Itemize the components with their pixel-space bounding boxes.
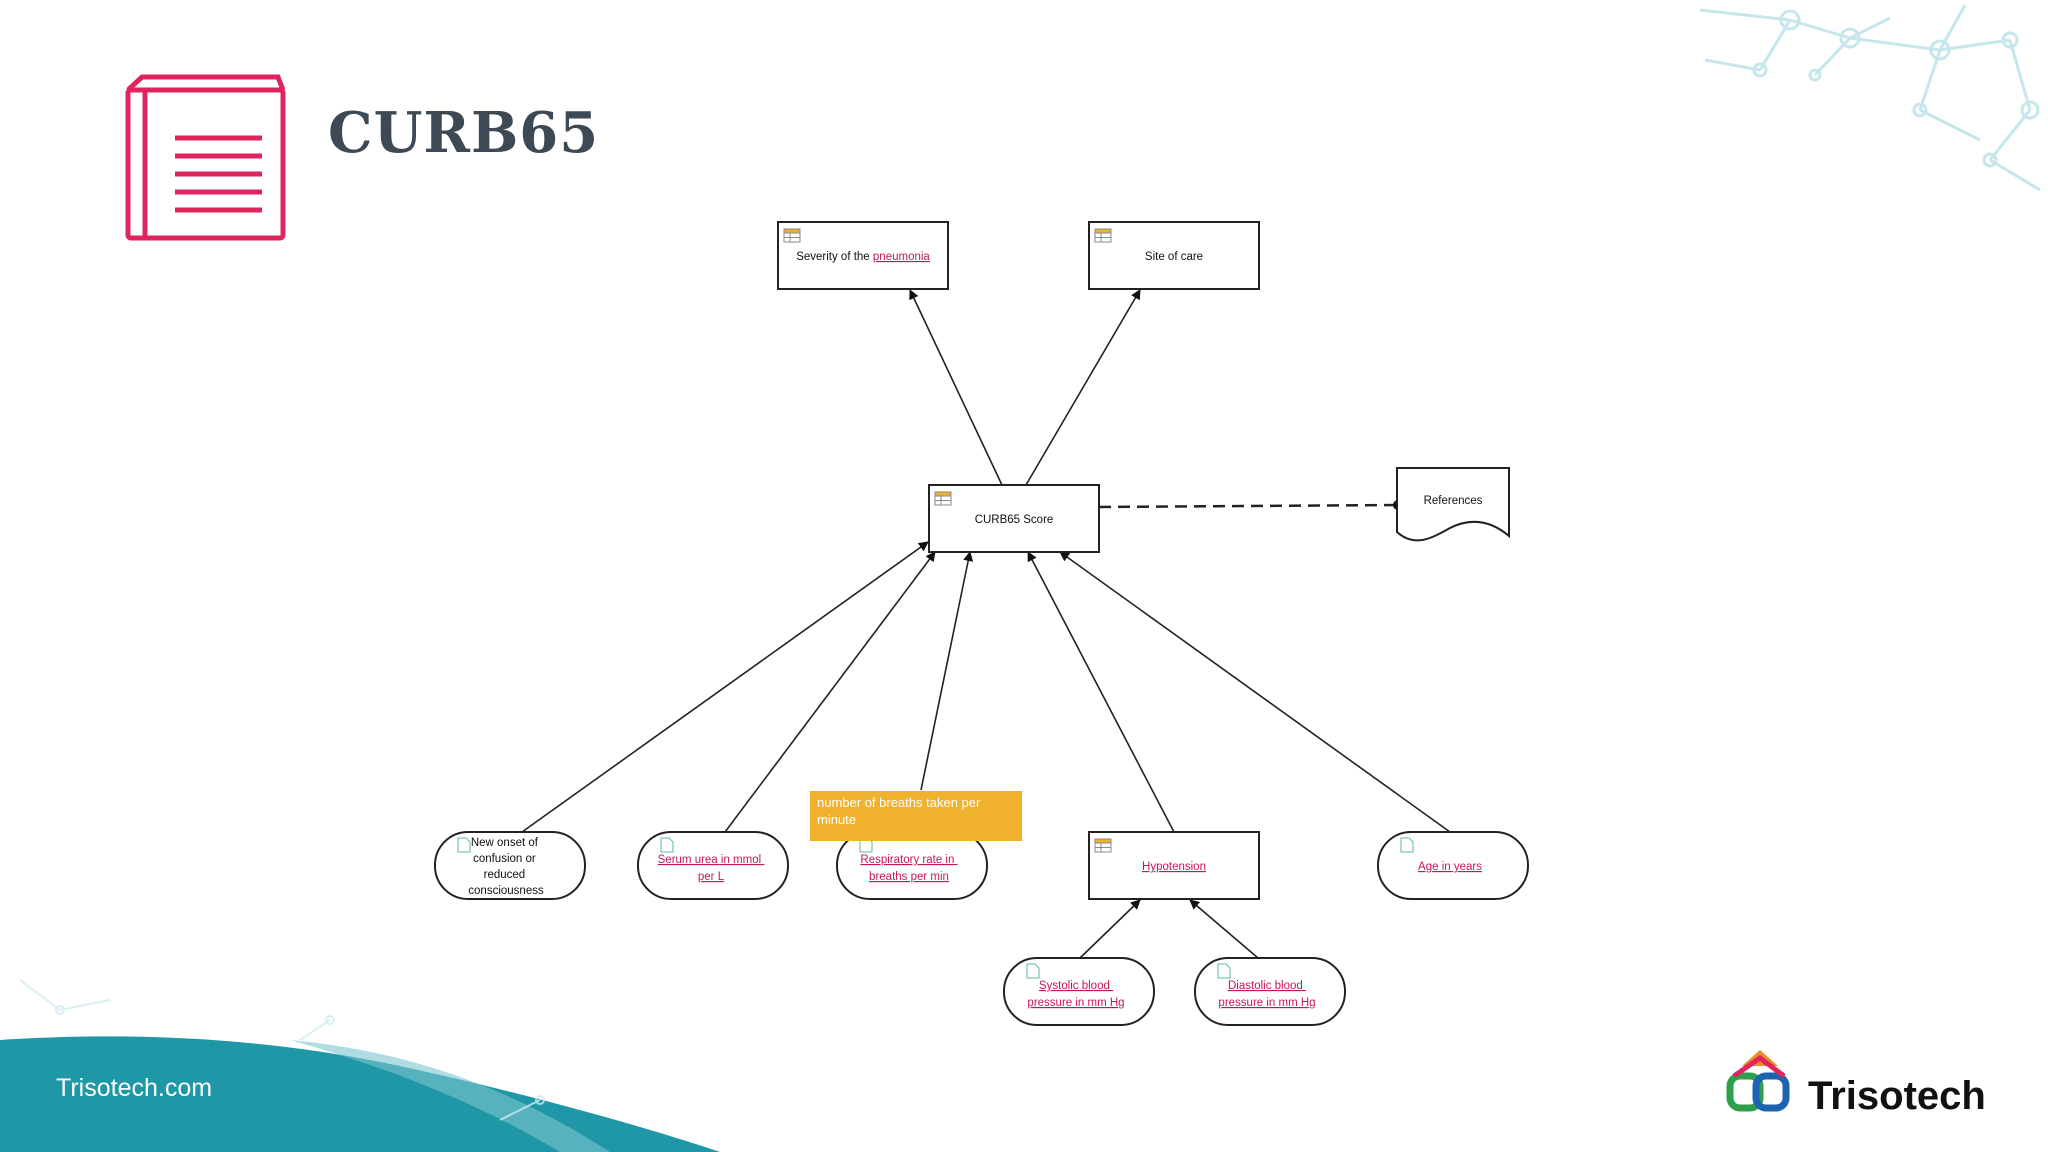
svg-text:Respiratory rate in brea: Respiratory rate in breaths per min xyxy=(860,854,957,883)
book-icon xyxy=(125,74,286,241)
svg-text:New onset of confusion o: New onset of confusion or reduced consci… xyxy=(468,837,544,897)
svg-text:Serum urea in mmol per L: Serum urea in mmol per L xyxy=(658,854,765,883)
systolic-line-2[interactable]: pressure in mm Hg xyxy=(1027,997,1124,1009)
input-confusion[interactable]: New onset of confusion or reduced consci… xyxy=(434,831,586,900)
decision-table-icon xyxy=(1094,228,1112,243)
resp-line-1[interactable]: Respiratory rate in xyxy=(860,854,954,866)
edge-age-to-score xyxy=(1059,551,1451,833)
brand-name: Trisotech xyxy=(1808,1074,1986,1118)
age-link[interactable]: Age in years xyxy=(1418,861,1482,873)
network-decoration-top xyxy=(1699,4,2041,192)
input-age[interactable]: Age in years xyxy=(1377,831,1529,900)
edge-references-association xyxy=(1098,503,1397,509)
decision-site-of-care[interactable]: Site of care xyxy=(1088,221,1260,290)
edges xyxy=(521,289,1451,959)
urea-line-2[interactable]: per L xyxy=(698,871,725,883)
tooltip-respiratory-rate: number of breaths taken per minute xyxy=(810,791,1022,841)
pneumonia-link[interactable]: pneumonia xyxy=(873,251,931,263)
trisotech-logo-icon xyxy=(1726,1050,1790,1112)
references-label: References xyxy=(1424,495,1483,507)
systolic-line-1[interactable]: Systolic blood xyxy=(1039,980,1110,992)
decision-table-icon xyxy=(783,228,801,243)
page-title: CURB65 xyxy=(328,100,600,166)
confusion-line-1: New onset of xyxy=(471,837,539,849)
confusion-line-4: consciousness xyxy=(468,885,544,897)
diastolic-line-2[interactable]: pressure in mm Hg xyxy=(1218,997,1315,1009)
edge-score-to-severity xyxy=(909,289,1003,486)
document-icon xyxy=(1026,963,1040,979)
confusion-line-2: confusion or xyxy=(473,853,536,865)
edge-confusion-to-score xyxy=(521,541,929,833)
hypotension-link[interactable]: Hypotension xyxy=(1142,861,1206,873)
confusion-line-3: reduced xyxy=(484,869,526,881)
svg-text:Systolic blood pressure: Systolic blood pressure in mm Hg xyxy=(1027,980,1124,1009)
document-icon xyxy=(660,837,674,853)
document-icon xyxy=(1217,963,1231,979)
input-respiratory-rate[interactable]: Respiratory rate in breaths per min xyxy=(836,831,988,900)
diastolic-line-1[interactable]: Diastolic blood xyxy=(1228,980,1303,992)
site-of-care-label: Site of care xyxy=(1145,251,1203,263)
footer-url-link[interactable]: Trisotech.com xyxy=(56,1074,213,1102)
input-serum-urea[interactable]: Serum urea in mmol per L xyxy=(637,831,789,900)
input-systolic[interactable]: Systolic blood pressure in mm Hg xyxy=(1003,957,1155,1026)
edge-resp-to-score xyxy=(920,551,974,791)
decision-table-icon xyxy=(934,491,952,506)
knowledge-source-references[interactable]: References xyxy=(1396,467,1510,542)
edge-score-to-site xyxy=(1025,289,1141,486)
svg-text:Diastolic blood pressure: Diastolic blood pressure in mm Hg xyxy=(1218,980,1315,1009)
severity-label: Severity of the xyxy=(796,251,873,263)
decision-table-icon xyxy=(1094,838,1112,853)
decision-hypotension[interactable]: Hypotension xyxy=(1088,831,1260,900)
urea-line-1[interactable]: Serum urea in mmol xyxy=(658,854,762,866)
curb65-score-label: CURB65 Score xyxy=(975,514,1054,526)
decision-severity[interactable]: Severity of the pneumonia xyxy=(777,221,949,290)
edge-diastolic-to-hypotension xyxy=(1189,899,1259,959)
input-diastolic[interactable]: Diastolic blood pressure in mm Hg xyxy=(1194,957,1346,1026)
footer-wave xyxy=(0,979,720,1152)
edge-hypotension-to-score xyxy=(1027,551,1175,833)
svg-text:Severity of the pneumonia: Severity of the pneumonia xyxy=(796,251,930,263)
resp-line-2[interactable]: breaths per min xyxy=(869,871,949,883)
document-icon xyxy=(457,837,471,853)
edge-systolic-to-hypotension xyxy=(1079,899,1141,959)
edge-urea-to-score xyxy=(724,551,936,833)
document-icon xyxy=(1400,837,1414,853)
decision-curb65-score[interactable]: CURB65 Score xyxy=(928,484,1100,553)
